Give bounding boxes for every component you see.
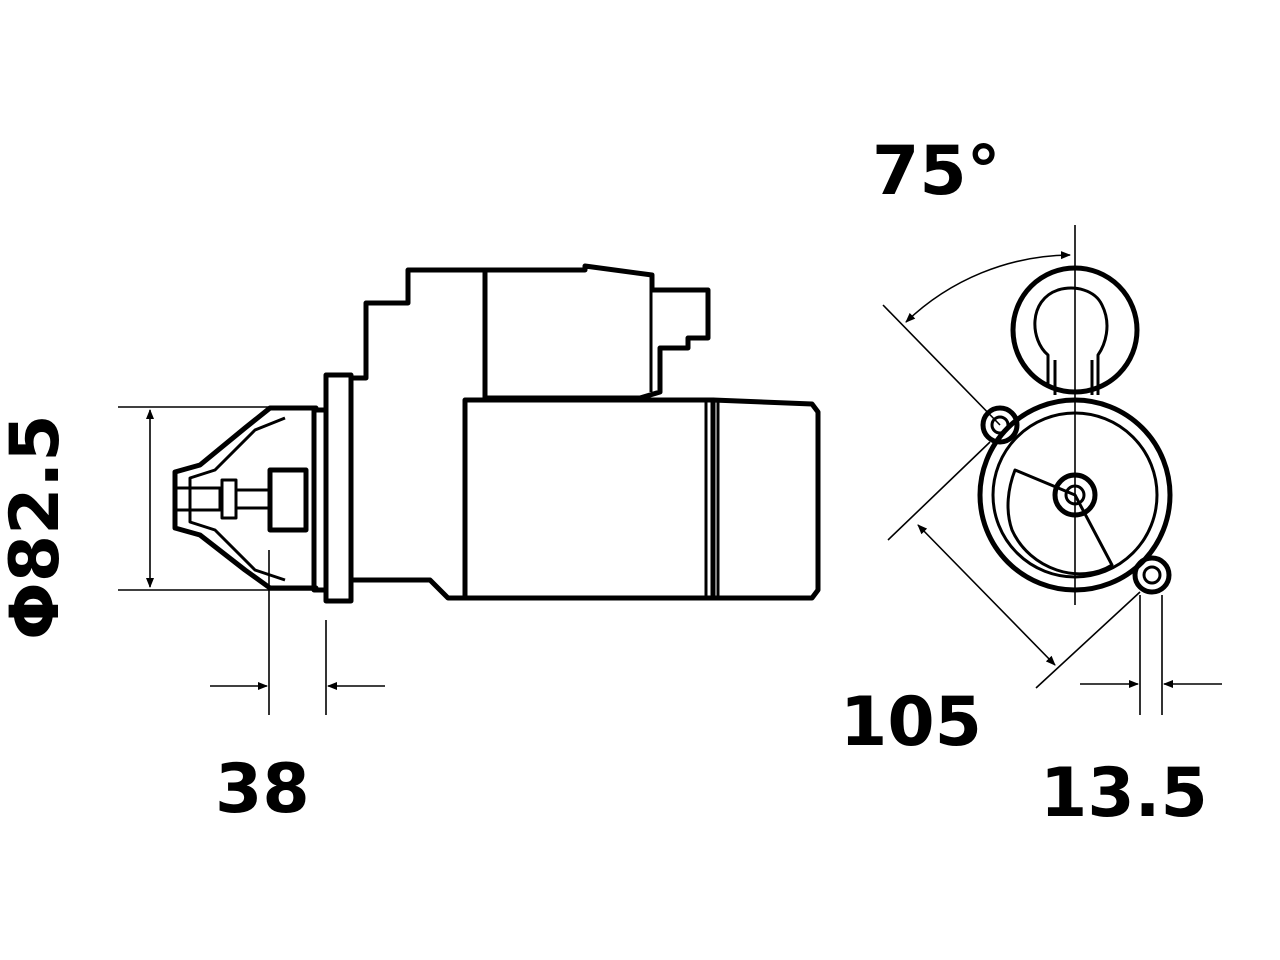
bolt-spacing-label: 105 (840, 683, 982, 762)
motor-yoke (462, 397, 716, 601)
spacing-arrow (917, 524, 1056, 666)
end-cap (710, 397, 821, 601)
offset-label: 13.5 (1040, 754, 1208, 833)
spacing-ext-2 (1035, 591, 1141, 689)
bolt-hole-left (990, 415, 1010, 435)
spacing-ext-1 (887, 441, 991, 541)
angle-arc (905, 251, 1071, 323)
bolt-hole-right (1142, 565, 1162, 585)
bolt-lug-left (980, 405, 1020, 445)
pinion-shaft (173, 486, 222, 512)
solenoid-body (482, 263, 711, 401)
angle-label: 75° (872, 132, 1001, 211)
side-view (118, 263, 821, 715)
solenoid-neck (1053, 360, 1094, 395)
nose-inner (188, 416, 286, 582)
length-label: 38 (215, 750, 310, 829)
diameter-label: Φ82.5 (0, 414, 75, 640)
bolt-lug-right (1132, 555, 1172, 595)
front-view (882, 225, 1222, 715)
mounting-flange (323, 372, 354, 604)
solenoid-inner (1033, 286, 1109, 395)
pinion-collar (220, 478, 238, 520)
drive-housing (267, 467, 309, 533)
angle-axis (882, 304, 1001, 426)
pinion-gear (234, 488, 272, 510)
